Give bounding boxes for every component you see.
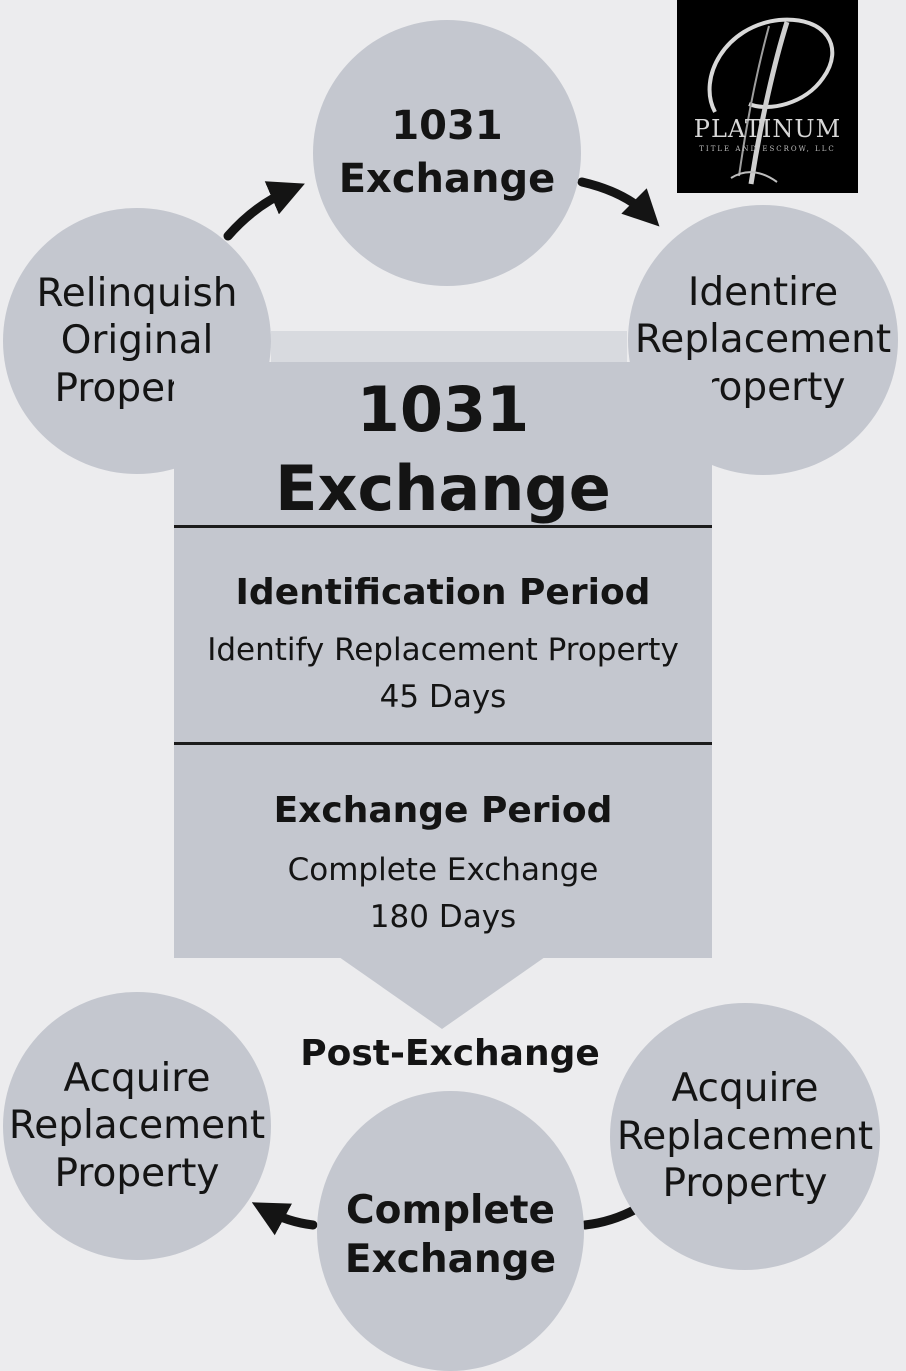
acquire-circle-right: Acquire Replacement Property bbox=[610, 1003, 880, 1270]
complete-line1: Complete bbox=[346, 1188, 555, 1233]
logo-name: PLATINUM bbox=[693, 115, 842, 143]
platinum-logo: PLATINUM TITLE AND ESCROW, LLC bbox=[677, 0, 858, 193]
exchange-circle: 1031 Exchange bbox=[313, 20, 581, 286]
identification-heading: Identification Period bbox=[235, 572, 651, 613]
relinquish-circle: Relinquish Original Property bbox=[3, 208, 271, 474]
timeline-panel: 1031 Exchange Identification Period Iden… bbox=[174, 362, 712, 958]
logo-subtitle: TITLE AND ESCROW, LLC bbox=[699, 145, 836, 153]
arrow-relinquish-to-exchange bbox=[223, 181, 305, 241]
arrow-acquire-to-complete bbox=[580, 1204, 641, 1230]
complete-exchange-text: Complete Exchange bbox=[345, 1186, 556, 1284]
arrow-complete-to-acquire bbox=[251, 1202, 318, 1236]
exchange-heading: Exchange Period bbox=[273, 790, 613, 831]
identification-body: Identify Replacement Property 45 Days bbox=[174, 627, 712, 720]
identification-line1: Identify Replacement Property bbox=[207, 632, 679, 668]
monogram-icon bbox=[707, 17, 835, 185]
identify-line1: Identire bbox=[687, 269, 839, 315]
panel-title-line2: Exchange bbox=[275, 452, 611, 526]
acquire-left-line2: Replacement bbox=[8, 1103, 266, 1149]
panel-title: 1031 Exchange bbox=[174, 370, 712, 529]
acquire-right-line1: Acquire bbox=[671, 1066, 819, 1112]
relinquish-line1: Relinquish bbox=[36, 270, 238, 316]
panel-title-line1: 1031 bbox=[356, 373, 530, 446]
complete-exchange-circle: Complete Exchange bbox=[317, 1091, 584, 1371]
exchange-line2: 180 Days bbox=[369, 898, 517, 935]
acquire-right-line2: Replacement bbox=[616, 1113, 874, 1159]
acquire-circle-left: Acquire Replacement Property bbox=[3, 992, 271, 1260]
panel-pointer bbox=[339, 957, 545, 1029]
identify-line2: Replacement bbox=[634, 317, 892, 363]
exchange-line1: Complete Exchange bbox=[287, 852, 599, 888]
acquire-left-line3: Property bbox=[54, 1150, 220, 1196]
exchange-circle-line2: Exchange bbox=[338, 156, 556, 202]
identification-line2: 45 Days bbox=[379, 678, 507, 715]
acquire-left-line1: Acquire bbox=[63, 1055, 211, 1101]
arrow-exchange-to-identify bbox=[577, 177, 660, 227]
post-exchange-label: Post-Exchange bbox=[300, 1033, 600, 1074]
exchange-body: Complete Exchange 180 Days bbox=[174, 847, 712, 940]
identify-circle: Identire Replacement Property bbox=[628, 205, 898, 475]
relinquish-line2: Original bbox=[60, 318, 214, 364]
divider bbox=[174, 525, 712, 528]
divider bbox=[174, 742, 712, 745]
acquire-right-line3: Property bbox=[662, 1161, 828, 1207]
identification-section: Identification Period Identify Replaceme… bbox=[174, 572, 712, 720]
complete-line2: Exchange bbox=[344, 1237, 557, 1283]
exchange-section: Exchange Period Complete Exchange 180 Da… bbox=[174, 790, 712, 940]
exchange-circle-line1: 1031 bbox=[391, 103, 503, 150]
